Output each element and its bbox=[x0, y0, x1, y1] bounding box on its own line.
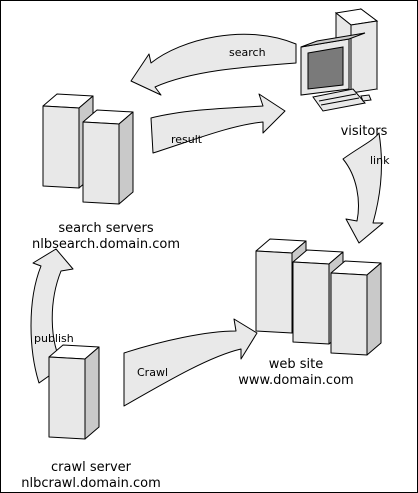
crawl-server-host: nlbcrawl.domain.com bbox=[21, 476, 161, 491]
search-arrow-label: search bbox=[229, 46, 266, 59]
crawl-server-label: crawl server nlbcrawl.domain.com bbox=[1, 460, 181, 492]
server-tower bbox=[48, 344, 100, 440]
publish-arrow-label: publish bbox=[34, 332, 74, 345]
crawl-server-name: crawl server bbox=[51, 460, 131, 475]
search-servers-name: search servers bbox=[58, 221, 154, 236]
publish-arrow bbox=[30, 248, 74, 384]
result-arrow-label: result bbox=[171, 133, 203, 146]
link-arrow bbox=[342, 132, 384, 244]
visitors-label: visitors bbox=[319, 124, 409, 140]
computer-icon bbox=[300, 8, 379, 112]
search-arrow bbox=[130, 33, 297, 96]
result-arrow bbox=[150, 93, 286, 154]
search-servers-label: search servers nlbsearch.domain.com bbox=[1, 221, 211, 253]
server-tower bbox=[330, 260, 382, 356]
link-arrow-label: link bbox=[370, 154, 390, 167]
web-site-label: web site www.domain.com bbox=[201, 357, 391, 389]
search-servers-icon bbox=[42, 93, 134, 205]
crawl-server-icon bbox=[48, 344, 100, 440]
crawl-arrow bbox=[123, 318, 258, 407]
web-site-host: www.domain.com bbox=[238, 373, 354, 388]
server-tower bbox=[82, 109, 134, 205]
web-site-name: web site bbox=[268, 357, 324, 372]
visitors-name: visitors bbox=[340, 124, 388, 139]
web-site-servers-icon bbox=[255, 238, 382, 356]
search-servers-host: nlbsearch.domain.com bbox=[31, 237, 180, 252]
crawl-arrow-label: Crawl bbox=[137, 366, 168, 379]
